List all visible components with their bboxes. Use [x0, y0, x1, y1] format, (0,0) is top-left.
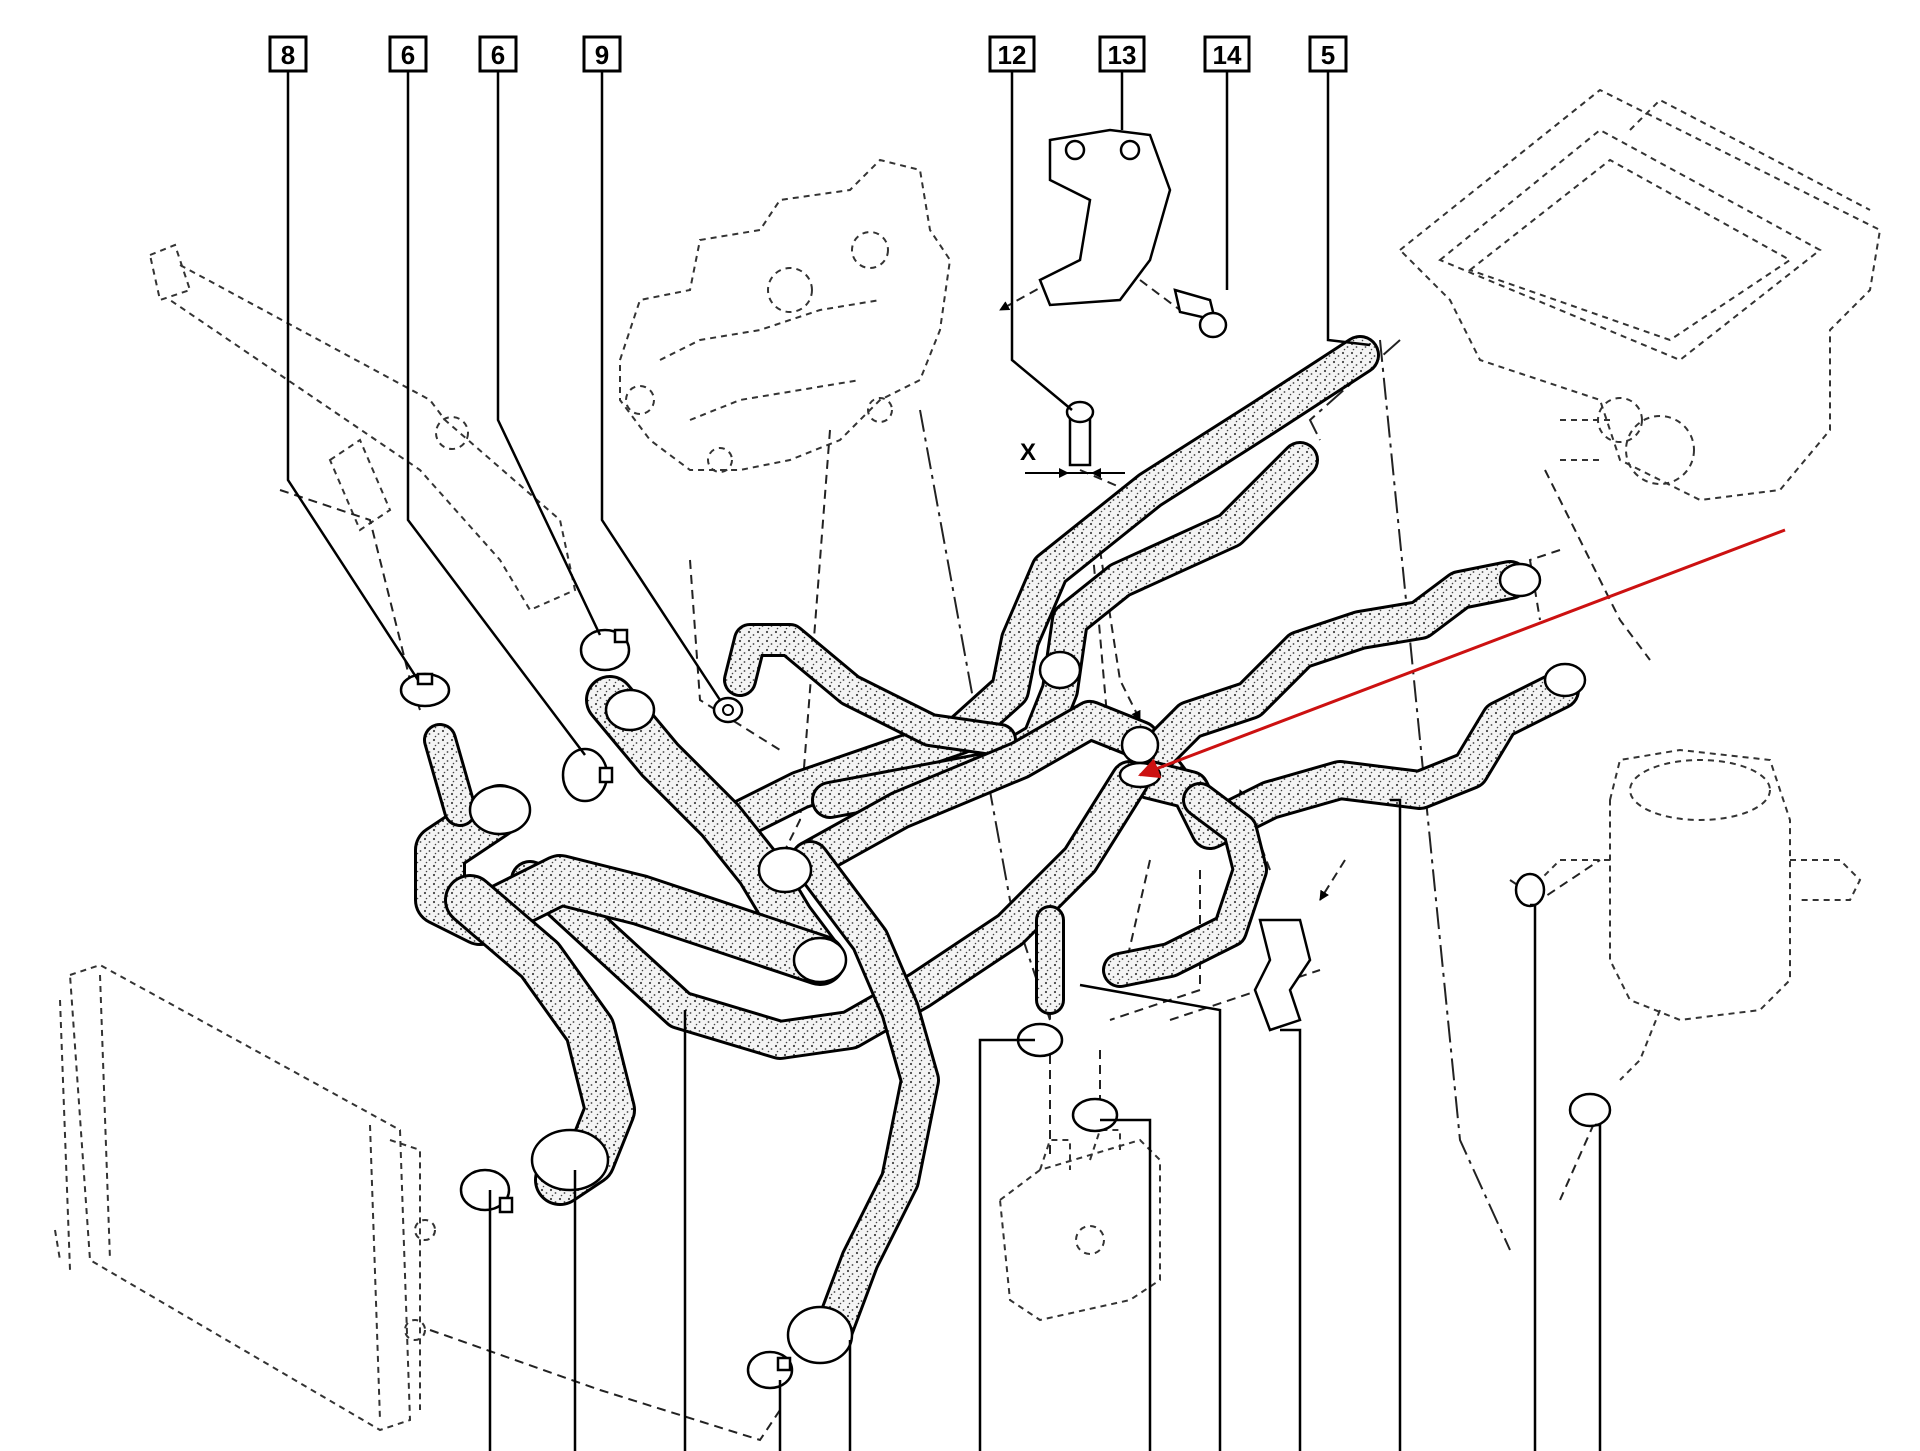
callout-label: 14	[1213, 40, 1242, 70]
engine-block-outline	[619, 158, 952, 473]
callout-6b: 6	[478, 35, 518, 73]
t-piece-connector	[1118, 725, 1162, 789]
callout-label: 6	[401, 40, 415, 70]
callout-label: 12	[998, 40, 1027, 70]
callout-5: 5	[1308, 35, 1348, 73]
callout-label: 9	[595, 40, 609, 70]
radiator-outline	[54, 963, 436, 1432]
callout-label: 13	[1108, 40, 1137, 70]
expansion-tank-outline	[1539, 748, 1862, 1081]
bolt-12	[1065, 400, 1095, 467]
heater-unit-outline	[1398, 88, 1882, 502]
callout-leaders	[286, 70, 1602, 1451]
thermostat-housing-outline	[148, 243, 577, 612]
callout-9: 9	[582, 35, 622, 73]
degassing-box-outline	[998, 1129, 1161, 1322]
clamp-6a	[561, 747, 614, 803]
clamp-right-2	[1568, 1092, 1612, 1128]
clamp-6b	[579, 628, 631, 672]
hose-clamps	[399, 628, 1612, 1390]
hose-sleeves	[468, 562, 1587, 1365]
clamp-right-1	[1514, 872, 1546, 908]
callout-label: 5	[1321, 40, 1335, 70]
clamp-8	[399, 672, 451, 708]
hose-network	[414, 335, 1580, 1360]
clamp-degas-2	[1071, 1097, 1119, 1133]
callout-12: 12	[988, 35, 1036, 73]
dimension-label: X	[1020, 439, 1036, 466]
mounting-bracket	[1038, 128, 1172, 307]
callout-label: 8	[281, 40, 295, 70]
callout-13: 13	[1098, 35, 1146, 73]
callout-6a: 6	[388, 35, 428, 73]
callout-label: 6	[491, 40, 505, 70]
bolt-14	[1173, 288, 1228, 339]
clamp-9	[712, 696, 744, 724]
dimension-x: X	[1020, 439, 1125, 478]
highlight-arrow	[1138, 528, 1786, 779]
callout-8: 8	[268, 35, 308, 73]
clip-double	[1253, 918, 1312, 1032]
callout-14: 14	[1203, 35, 1251, 73]
clamp-lower-left	[459, 1168, 514, 1214]
clamp-lower-mid	[746, 1350, 794, 1390]
